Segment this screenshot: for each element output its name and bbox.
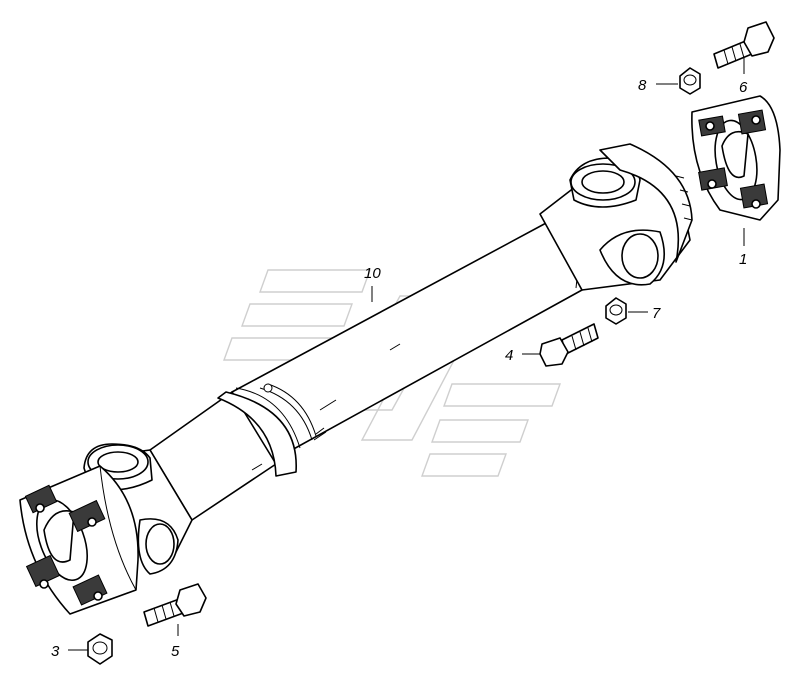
callout-5: 5 [171,643,180,660]
callout-8: 8 [638,77,647,94]
nut-7 [605,297,627,325]
callout-7: 7 [652,305,661,322]
callout-10: 10 [364,265,381,282]
left-flange [19,465,139,615]
nut-3 [87,633,113,665]
right-yoke [539,143,693,291]
callout-1: 1 [739,251,747,268]
callout-3: 3 [51,643,60,660]
bolt-4 [539,323,599,367]
callout-4: 4 [505,347,513,364]
spline-sleeve [149,383,325,521]
leader-lines [68,58,745,651]
bolt-6 [713,21,775,69]
nut-8 [679,67,701,95]
right-flange [691,95,781,221]
bolt-5 [143,583,207,627]
callout-6: 6 [739,79,748,96]
